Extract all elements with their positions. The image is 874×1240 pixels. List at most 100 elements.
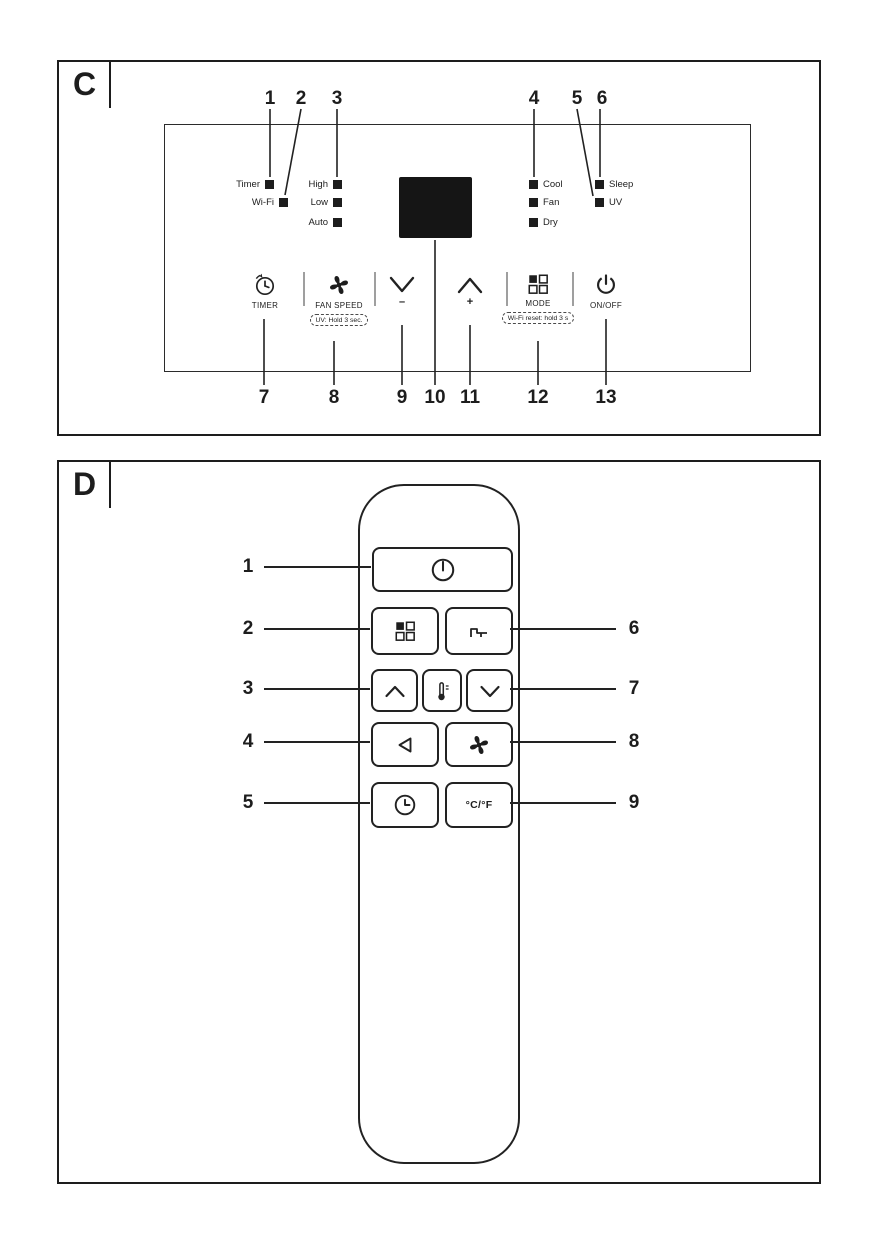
clock-icon	[394, 794, 416, 816]
callout-c-10: 10	[424, 387, 446, 408]
on-off-button: ON/OFF	[576, 272, 636, 310]
callout-d-1: 1	[242, 556, 254, 577]
indicator-uv-label: UV	[609, 197, 623, 208]
remote-power-button	[372, 547, 513, 592]
panel-c-label-tick	[109, 62, 111, 108]
indicator-fan-label: Fan	[543, 197, 560, 208]
fan-blades-icon	[470, 735, 488, 754]
remote-swing-button	[371, 722, 439, 767]
callout-d-5: 5	[242, 792, 254, 813]
callout-d-8: 8	[628, 731, 640, 752]
swing-icon	[398, 737, 412, 752]
fan-blades-icon	[330, 276, 348, 294]
indicator-cool-label: Cool	[543, 179, 563, 190]
panel-c-label: C	[73, 66, 97, 102]
callout-c-1: 1	[264, 88, 276, 109]
timer-clock-icon	[255, 273, 275, 296]
callout-c-13: 13	[595, 387, 617, 408]
cool-led-icon	[529, 180, 538, 189]
panel-d-frame: D	[57, 460, 821, 1184]
callout-c-7: 7	[258, 387, 270, 408]
callout-c-9: 9	[396, 387, 408, 408]
indicator-fan: Fan	[529, 196, 559, 209]
indicator-dry: Dry	[529, 216, 558, 229]
mode-wifi-reset-note: Wi-Fi reset: hold 3 s	[501, 312, 575, 324]
fan-speed-button: FAN SPEED UV: Hold 3 sec.	[305, 272, 373, 326]
remote-sleep-button	[445, 607, 513, 655]
temp-unit-label: °C/°F	[465, 799, 493, 811]
remote-temp-up-button	[371, 669, 418, 712]
temperature-display	[399, 177, 472, 238]
button-separator	[572, 272, 574, 306]
dry-led-icon	[529, 218, 538, 227]
fan-speed-button-label: FAN SPEED	[315, 301, 363, 310]
button-separator	[506, 272, 508, 306]
indicator-auto: Auto	[308, 216, 342, 229]
indicator-sleep-label: Sleep	[609, 179, 634, 190]
thermometer-icon	[438, 681, 449, 700]
indicator-uv: UV	[595, 196, 622, 209]
indicator-wifi: Wi-Fi	[252, 196, 288, 209]
callout-c-11: 11	[459, 387, 481, 408]
remote-timer-button	[371, 782, 439, 828]
chevron-down-icon	[389, 276, 415, 293]
minus-label: –	[398, 296, 406, 308]
indicator-high: High	[308, 178, 342, 191]
indicator-auto-label: Auto	[308, 217, 328, 228]
remote-temp-down-button	[466, 669, 513, 712]
indicator-sleep: Sleep	[595, 178, 633, 191]
remote-thermometer-button	[422, 669, 462, 712]
chevron-down-icon	[479, 685, 500, 697]
callout-c-12: 12	[527, 387, 549, 408]
callout-c-5: 5	[571, 88, 583, 109]
timer-led-icon	[265, 180, 274, 189]
low-led-icon	[333, 198, 342, 207]
control-panel-outline	[164, 124, 751, 372]
indicator-low-label: Low	[310, 197, 328, 208]
mode-grid-icon	[528, 274, 548, 294]
mode-button: MODE Wi-Fi reset: hold 3 s	[496, 272, 580, 324]
callout-d-9: 9	[628, 792, 640, 813]
callout-c-2: 2	[295, 88, 307, 109]
indicator-low: Low	[311, 196, 342, 209]
callout-d-3: 3	[242, 678, 254, 699]
button-separator	[303, 272, 305, 306]
timer-button: TIMER	[235, 272, 295, 310]
on-off-button-label: ON/OFF	[589, 301, 623, 310]
callout-d-2: 2	[242, 618, 254, 639]
plus-label: +	[466, 296, 474, 308]
callout-d-4: 4	[242, 731, 254, 752]
fan-speed-uv-note: UV: Hold 3 sec.	[309, 314, 369, 326]
mode-grid-icon	[395, 621, 415, 641]
temp-up-button: +	[445, 274, 495, 308]
temp-down-button: –	[377, 274, 427, 308]
chevron-up-icon	[457, 277, 483, 294]
button-separator	[374, 272, 376, 306]
callout-c-6: 6	[596, 88, 608, 109]
fan-led-icon	[529, 198, 538, 207]
remote-fan-button	[445, 722, 513, 767]
callout-c-3: 3	[331, 88, 343, 109]
indicator-timer-label: Timer	[236, 179, 260, 190]
sleep-led-icon	[595, 180, 604, 189]
indicator-timer: Timer	[236, 178, 274, 191]
callout-c-8: 8	[328, 387, 340, 408]
remote-mode-button	[371, 607, 439, 655]
chevron-up-icon	[384, 685, 405, 697]
panel-d-label: D	[73, 466, 97, 502]
indicator-cool: Cool	[529, 178, 563, 191]
wifi-led-icon	[279, 198, 288, 207]
panel-c-frame: C 1 2 3 4 5 6 Timer Wi-Fi High Low Auto	[57, 60, 821, 436]
uv-led-icon	[595, 198, 604, 207]
indicator-wifi-label: Wi-Fi	[251, 197, 274, 208]
panel-d-label-tick	[109, 462, 111, 508]
remote-temp-unit-button: °C/°F	[445, 782, 513, 828]
timer-button-label: TIMER	[251, 301, 279, 310]
indicator-dry-label: Dry	[543, 217, 558, 228]
high-led-icon	[333, 180, 342, 189]
callout-c-4: 4	[528, 88, 540, 109]
callout-d-7: 7	[628, 678, 640, 699]
indicator-high-label: High	[308, 179, 328, 190]
mode-button-label: MODE	[525, 299, 551, 308]
